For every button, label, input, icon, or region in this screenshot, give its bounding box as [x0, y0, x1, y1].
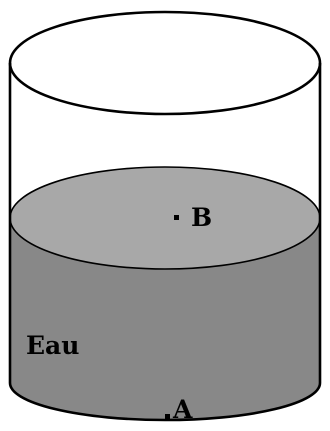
point-a-label: A: [172, 395, 193, 424]
water-surface: [9, 166, 321, 270]
container-rim: [8, 10, 322, 116]
point-a-marker: [165, 414, 170, 419]
water-label: Eau: [26, 331, 79, 360]
point-b-label: B: [191, 203, 212, 232]
container-bottom: [8, 382, 322, 422]
water-body: [10, 221, 320, 420]
point-b-marker: [174, 215, 179, 220]
